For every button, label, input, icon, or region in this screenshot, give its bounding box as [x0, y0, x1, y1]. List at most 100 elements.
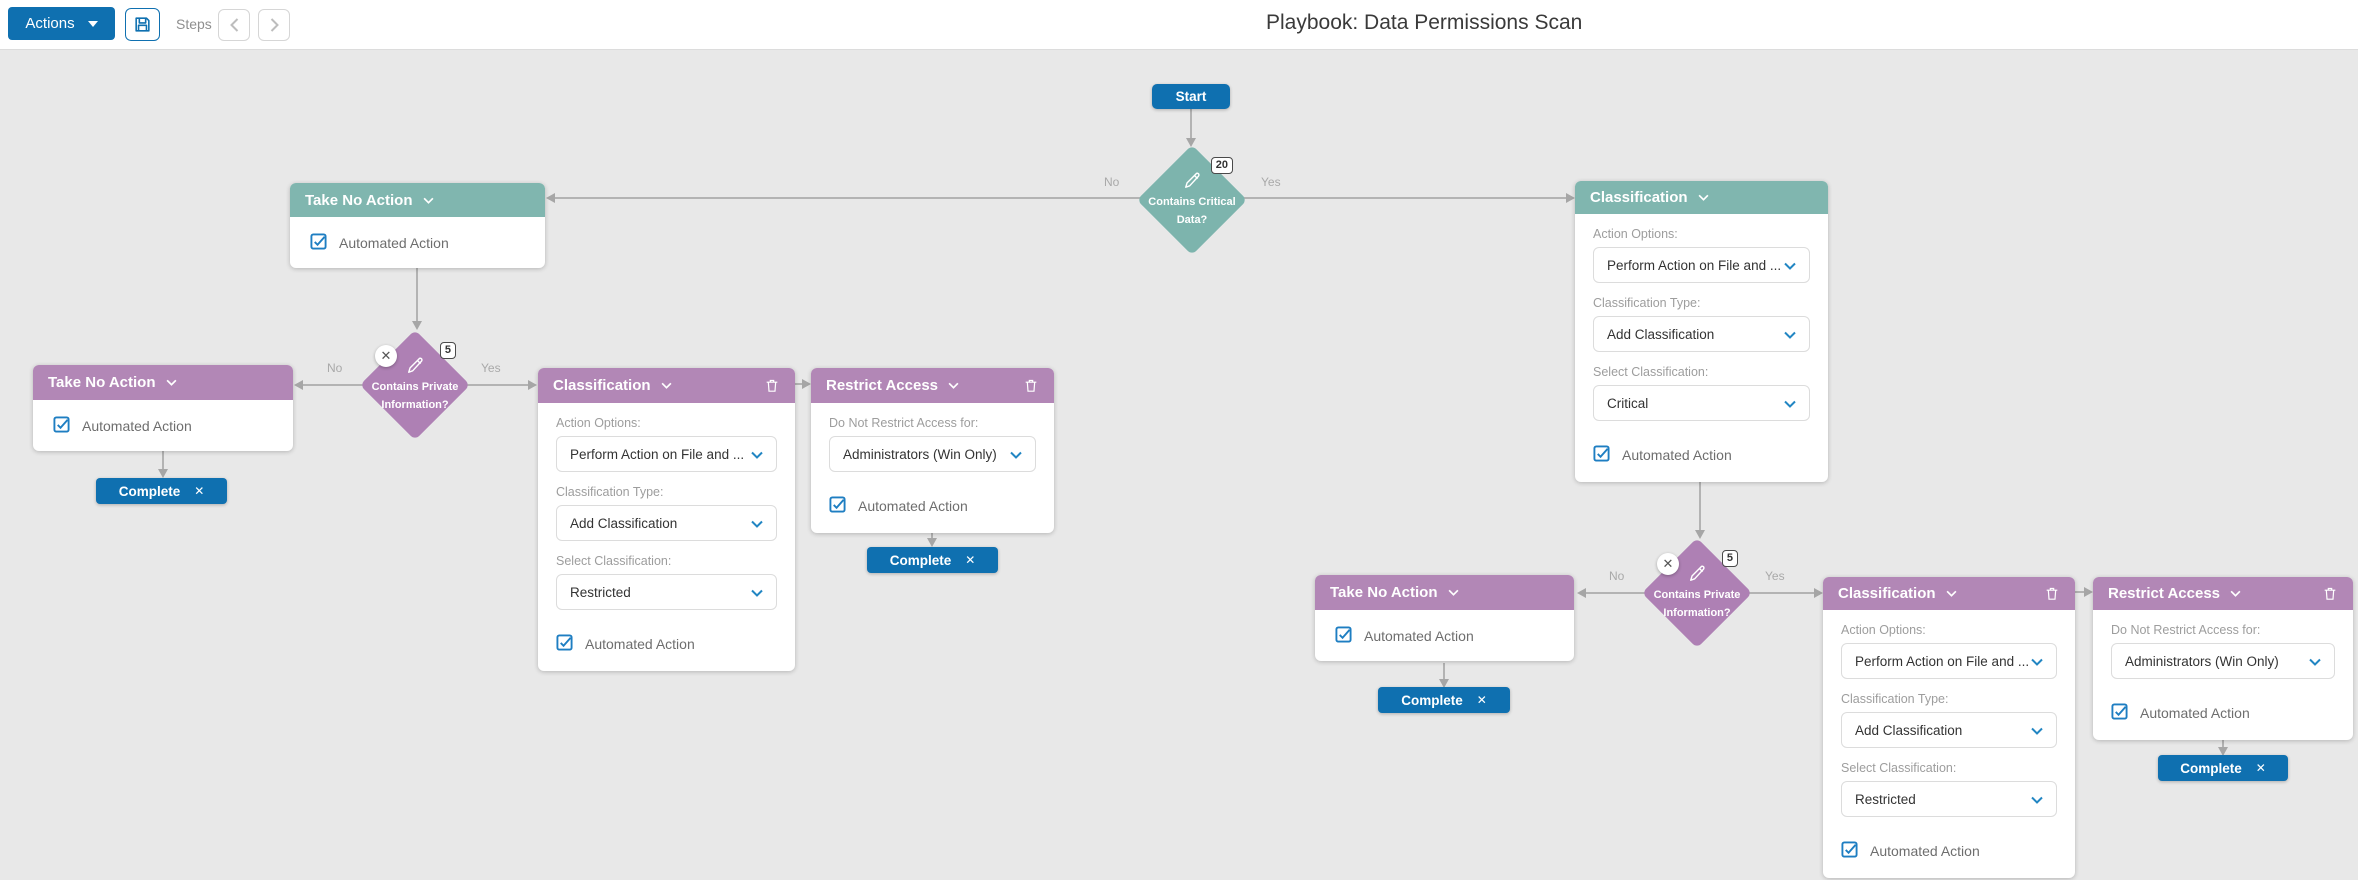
- checkbox-checked-icon[interactable]: [2111, 703, 2128, 723]
- card-header[interactable]: Take No Action: [33, 365, 293, 400]
- close-icon: ✕: [1662, 556, 1674, 571]
- select-do-not-restrict[interactable]: Administrators (Win Only): [2111, 643, 2335, 679]
- select-do-not-restrict[interactable]: Administrators (Win Only): [829, 436, 1036, 472]
- next-step-button[interactable]: [258, 9, 290, 41]
- actions-button[interactable]: Actions: [8, 7, 115, 40]
- card-title: Take No Action: [48, 374, 156, 391]
- select-classification[interactable]: Restricted: [556, 574, 777, 610]
- decision-contains-critical-data[interactable]: 20 Contains Critical Data?: [1136, 144, 1248, 256]
- select-value: Administrators (Win Only): [2125, 653, 2279, 669]
- checkbox-checked-icon[interactable]: [1335, 626, 1352, 646]
- select-value: Restricted: [570, 584, 631, 600]
- select-classification-type[interactable]: Add Classification: [556, 505, 777, 541]
- close-icon: ✕: [965, 553, 976, 567]
- connector-line: [2075, 591, 2084, 593]
- checkbox-checked-icon[interactable]: [1593, 445, 1610, 465]
- select-action-options[interactable]: Perform Action on File and ...: [556, 436, 777, 472]
- close-icon: ✕: [380, 348, 392, 363]
- complete-button[interactable]: Complete✕: [96, 478, 227, 504]
- chevron-down-icon: [948, 382, 959, 389]
- checkbox-checked-icon[interactable]: [1841, 841, 1858, 861]
- card-restrict-access: Restrict Access Do Not Restrict Access f…: [811, 368, 1054, 533]
- edit-pencil-icon: [408, 358, 423, 374]
- count-badge: 20: [1210, 157, 1233, 174]
- card-header[interactable]: Take No Action: [290, 183, 545, 217]
- select-classification[interactable]: Critical: [1593, 385, 1810, 421]
- card-take-no-action: Take No Action Automated Action: [33, 365, 293, 451]
- delete-trash-icon[interactable]: [2322, 585, 2338, 602]
- delete-trash-icon[interactable]: [2044, 585, 2060, 602]
- card-classification: Classification Action Options: Perform A…: [1823, 577, 2075, 878]
- remove-node-button[interactable]: ✕: [1657, 553, 1679, 575]
- checkbox-checked-icon[interactable]: [829, 496, 846, 516]
- chevron-down-icon: [2309, 654, 2321, 669]
- select-action-options[interactable]: Perform Action on File and ...: [1841, 643, 2057, 679]
- arrowhead: [412, 321, 422, 330]
- arrowhead: [2218, 747, 2228, 756]
- field-label: Classification Type:: [1841, 692, 1949, 706]
- connector-line: [416, 265, 418, 322]
- select-classification-type[interactable]: Add Classification: [1841, 712, 2057, 748]
- edit-pencil-icon: [1185, 173, 1200, 189]
- arrowhead: [528, 380, 537, 390]
- delete-trash-icon[interactable]: [764, 377, 780, 394]
- field-label: Select Classification:: [1841, 761, 1957, 775]
- select-value: Perform Action on File and ...: [1607, 257, 1782, 273]
- delete-trash-icon[interactable]: [1023, 377, 1039, 394]
- count-badge: 5: [439, 342, 456, 359]
- field-label: Do Not Restrict Access for:: [829, 416, 979, 430]
- automated-action-label: Automated Action: [1870, 843, 1980, 859]
- close-icon: ✕: [2255, 761, 2266, 775]
- checkbox-checked-icon[interactable]: [556, 634, 573, 654]
- card-take-no-action: Take No Action Automated Action: [1315, 575, 1574, 661]
- card-header[interactable]: Classification: [1575, 181, 1828, 214]
- chevron-down-icon: [751, 585, 763, 600]
- previous-step-button[interactable]: [218, 9, 250, 41]
- chevron-down-icon: [1946, 590, 1957, 597]
- chevron-down-icon: [166, 379, 177, 386]
- select-action-options[interactable]: Perform Action on File and ...: [1593, 247, 1810, 283]
- chevron-left-icon: [229, 18, 238, 32]
- remove-node-button[interactable]: ✕: [375, 345, 397, 367]
- select-classification[interactable]: Restricted: [1841, 781, 2057, 817]
- connector-line: [162, 450, 164, 470]
- select-value: Add Classification: [1855, 722, 1963, 738]
- start-node[interactable]: Start: [1152, 84, 1230, 109]
- decision-question: Contains Critical Data?: [1148, 196, 1236, 226]
- arrowhead: [927, 538, 937, 547]
- card-header[interactable]: Classification: [1823, 577, 2075, 610]
- arrowhead: [1439, 679, 1449, 688]
- card-header[interactable]: Take No Action: [1315, 575, 1574, 610]
- branch-yes-label: Yes: [1261, 175, 1281, 189]
- field-label: Classification Type:: [1593, 296, 1701, 310]
- save-button[interactable]: [125, 8, 160, 41]
- chevron-down-icon: [2031, 723, 2043, 738]
- card-header[interactable]: Restrict Access: [2093, 577, 2353, 610]
- select-value: Restricted: [1855, 791, 1916, 807]
- card-header[interactable]: Classification: [538, 368, 795, 403]
- connector-line: [1190, 109, 1192, 140]
- complete-button[interactable]: Complete✕: [1378, 687, 1510, 713]
- checkbox-checked-icon[interactable]: [53, 416, 70, 436]
- select-value: Perform Action on File and ...: [570, 446, 745, 462]
- decision-contains-private-information[interactable]: ✕ 5 Contains Private Information?: [359, 329, 471, 441]
- automated-action-label: Automated Action: [585, 636, 695, 652]
- complete-button[interactable]: Complete✕: [867, 547, 998, 573]
- card-classification: Classification Action Options: Perform A…: [1575, 181, 1828, 482]
- complete-button[interactable]: Complete✕: [2158, 755, 2288, 781]
- select-value: Add Classification: [570, 515, 678, 531]
- close-icon: ✕: [194, 484, 205, 498]
- branch-yes-label: Yes: [481, 361, 501, 375]
- card-title: Restrict Access: [2108, 585, 2221, 602]
- chevron-down-icon: [1448, 589, 1459, 596]
- arrowhead: [802, 379, 811, 389]
- arrowhead: [158, 469, 168, 478]
- checkbox-checked-icon[interactable]: [310, 233, 327, 253]
- chevron-down-icon: [1698, 194, 1709, 201]
- automated-action-label: Automated Action: [1622, 447, 1732, 463]
- card-header[interactable]: Restrict Access: [811, 368, 1054, 403]
- arrowhead: [1186, 138, 1196, 147]
- decision-contains-private-information[interactable]: ✕ 5 Contains Private Information?: [1641, 537, 1753, 649]
- select-classification-type[interactable]: Add Classification: [1593, 316, 1810, 352]
